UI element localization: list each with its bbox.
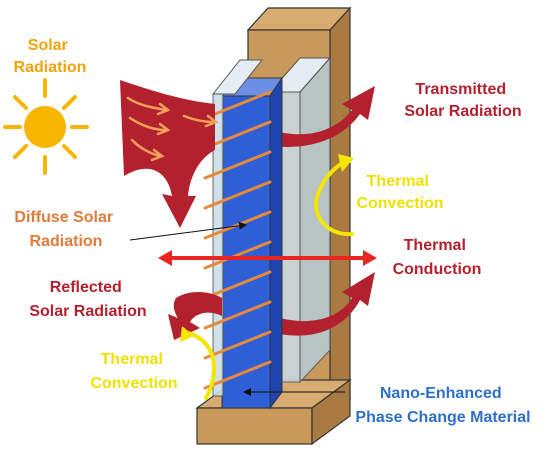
pcm-layer — [220, 76, 283, 410]
thermal-convection-arrow-left — [180, 326, 217, 400]
solar-radiation-label: Solar Radiation — [14, 37, 87, 76]
sun-disc — [24, 106, 66, 148]
diffuse-label: Diffuse Solar Radiation — [14, 209, 117, 250]
incoming-ray-arrows — [126, 96, 219, 162]
transmitted-label: Transmitted Solar Radiation — [404, 81, 521, 120]
thermal-convection-arrow-right — [314, 154, 354, 237]
solar-rays-through-glass — [203, 90, 272, 390]
thermal-conduction-label: Thermal Conduction — [393, 237, 482, 278]
thermal-convection-left-label: Thermal Convection — [90, 351, 177, 392]
thermal-convection-right-label: Thermal Convection — [356, 173, 443, 212]
diffuse-leader-line — [129, 221, 247, 241]
glass-pane-front — [211, 59, 264, 397]
sun-icon — [3, 78, 89, 175]
thermal-conduction-arrow — [158, 250, 377, 266]
reflected-arrow-right — [280, 272, 375, 336]
incoming-solar-arrow — [120, 80, 215, 228]
reflected-label: Reflected Solar Radiation — [29, 279, 146, 320]
transmitted-arrow — [272, 86, 375, 147]
pcm-label: Nano-Enhanced Phase Change Material — [355, 385, 530, 426]
sun-rays — [3, 78, 89, 175]
reflected-arrow-left — [168, 292, 222, 340]
